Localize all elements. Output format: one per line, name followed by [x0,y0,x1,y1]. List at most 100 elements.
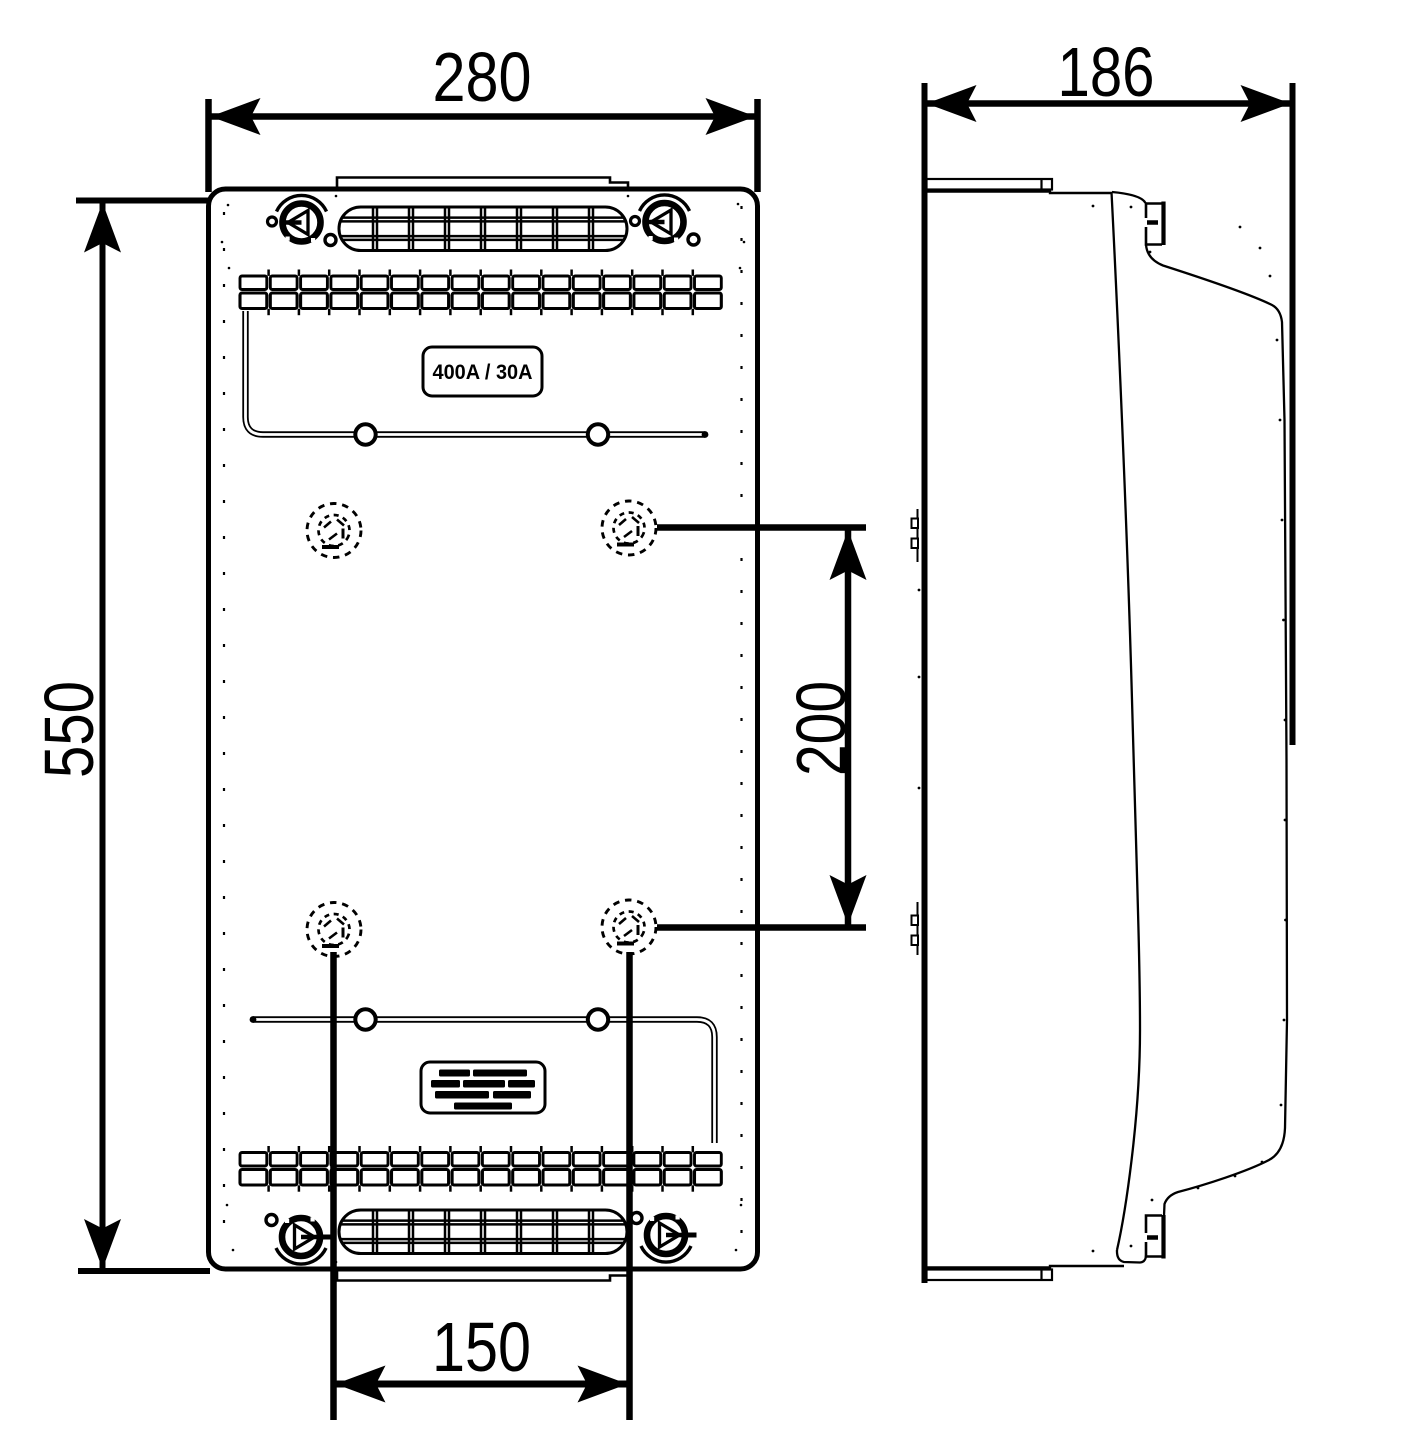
internal-rail-bottom-part [253,1018,716,1143]
side-back-hook-bottom-part [910,914,919,926]
side-back-hook-top-part [910,517,919,529]
front-speckles-part [738,266,742,270]
side-speckles-part [1148,250,1152,254]
enclosure-body-outline [206,186,760,1272]
side-view [910,83,1289,1283]
knockout-top-left [305,501,363,560]
side-top-flange-part [925,177,1054,191]
side-back-hook-top-part [910,537,919,549]
warning-plate-part [508,1080,535,1088]
side-speckles-part [1196,1186,1200,1190]
knockout-bottom-left [305,900,363,959]
side-speckles-part [1129,205,1133,209]
side-speckles-part [1091,204,1095,208]
cable-slot-rows-bottom [238,1144,723,1193]
front-speckles-part [734,1248,738,1252]
side-bottom-flange-part [927,1264,1124,1269]
knockout-top-right [600,499,658,557]
side-speckles-part [1284,918,1287,922]
top-tab [335,176,630,189]
dim-spacing-h-label: 150 [432,1308,531,1386]
side-speckles-part [1091,1249,1095,1253]
internal-rail-top-part [585,422,611,447]
internal-rail-bottom-part [585,1007,611,1032]
side-hinge-top [1144,201,1166,246]
front-speckles-part [626,194,630,198]
side-speckles-part [1282,618,1285,622]
warning-plate-part [463,1080,505,1088]
internal-rail-top-part [353,422,378,447]
front-speckles-part [334,194,338,198]
rating-plate-text: 400A / 30A [433,361,533,384]
side-speckles-part [1275,338,1279,342]
side-hinge-bottom-part [1144,1242,1162,1258]
dimension-width-280: 280 [205,38,761,192]
side-speckles-part [1283,818,1287,822]
front-speckles-part [742,240,746,244]
fastener-top-left [268,195,337,245]
side-top-flange-part [927,190,1112,195]
side-parting-line [1110,191,1142,1251]
cable-slot-rows-top-part [238,291,723,311]
internal-rail-top-part [701,431,709,438]
side-back-hook-top [910,509,919,562]
side-hinge-top-part [1144,227,1162,246]
side-speckles [917,204,1287,1253]
side-speckles-part [917,786,921,790]
dim-spacing-v-label: 200 [782,681,860,776]
dimension-spacing-150: 150 [330,952,633,1420]
internal-rail-bottom-part [249,1016,257,1023]
front-view: 400A / 30A [206,176,760,1282]
vent-grille-top [338,206,628,252]
side-speckles-part [1282,1018,1286,1022]
warning-plate [419,1060,547,1115]
side-front-profile [1144,244,1289,1217]
cable-slot-rows-top-part [238,274,723,291]
front-speckles-part [231,1248,235,1252]
rating-plate-part [421,345,544,398]
internal-rail-top [242,311,709,447]
warning-plate-part [435,1091,489,1099]
side-bottom-flange [925,1264,1124,1282]
side-top-corner [1111,190,1147,204]
side-bottom-corner [1115,1249,1148,1264]
side-hinge-bottom [1144,1214,1166,1259]
dimensions: 280 186 550 200 [30,33,1296,1420]
warning-plate-part [419,1060,547,1115]
side-back-hook-bottom [910,902,919,955]
front-speckles-part [220,240,224,244]
cable-slot-rows-top [238,268,723,317]
side-speckles-part [1283,718,1287,722]
side-speckles-part [1279,1103,1283,1107]
warning-plate-part [431,1080,460,1088]
internal-rail-bottom-part [353,1007,378,1032]
side-top-flange [925,177,1112,195]
dim-width-label: 280 [433,38,532,116]
warning-plate-part [454,1102,512,1110]
side-speckles-part [1258,246,1262,250]
side-hinge-bottom-part [1144,1214,1162,1233]
vent-grille-bottom [338,1209,628,1255]
internal-rail-top-part [244,311,705,436]
internal-rail-bottom [249,1007,718,1143]
side-speckles-part [1268,274,1272,278]
fastener-bottom-right [631,1213,697,1263]
dim-depth-label: 186 [1058,33,1155,111]
cable-slot-rows-bottom-part [238,1151,723,1168]
fastener-bottom-left [266,1215,332,1265]
front-speckles-part [739,1203,743,1207]
side-speckles-part [1150,1198,1154,1202]
front-speckles-part [226,203,230,207]
side-speckles-part [1260,1160,1264,1164]
fastener-top-right [631,195,700,245]
dimension-depth-186: 186 [924,33,1296,745]
dim-height-label: 550 [30,681,108,778]
warning-plate-part [439,1069,470,1077]
front-speckles-part [227,266,231,270]
side-back-hook-bottom-part [910,934,919,946]
front-speckles-part [736,202,740,206]
side-speckles-part [1238,225,1242,229]
knockout-bottom-right [600,898,658,956]
